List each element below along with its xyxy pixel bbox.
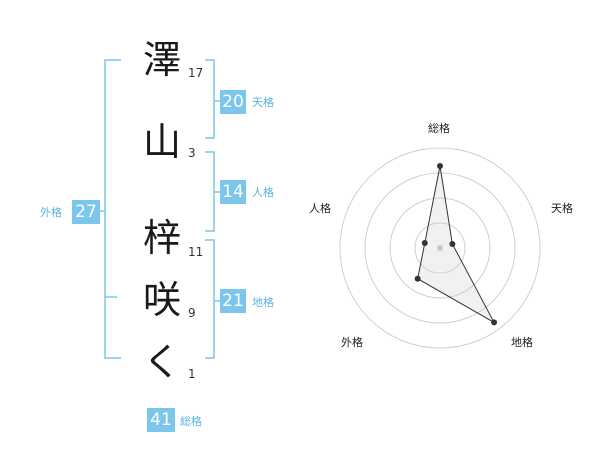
name-char-4: 咲 bbox=[142, 278, 181, 322]
radar-point-2 bbox=[449, 240, 456, 247]
gaikaku-value: 27 bbox=[72, 200, 100, 224]
radar-ring-4 bbox=[339, 147, 541, 349]
radar-label-soukaku: 総格 bbox=[428, 122, 450, 135]
stroke-count-2: 3 bbox=[188, 146, 196, 160]
name-char-2: 山 bbox=[142, 120, 181, 164]
stroke-count-5: 1 bbox=[188, 367, 196, 381]
radar-point-4 bbox=[414, 275, 421, 282]
chikaku-bracket bbox=[205, 239, 215, 359]
radar-label-chikaku: 地格 bbox=[511, 336, 533, 349]
chikaku-value: 21 bbox=[220, 289, 246, 313]
tenkaku-label: 天格 bbox=[252, 96, 274, 109]
name-char-1: 澤 bbox=[142, 38, 181, 82]
radar-ring-2 bbox=[389, 197, 491, 299]
radar-point-1 bbox=[437, 163, 443, 169]
gaikaku-bracket bbox=[104, 59, 121, 359]
gaikaku-label: 外格 bbox=[40, 206, 62, 219]
radar-point-5 bbox=[421, 240, 428, 247]
soukaku-label: 総格 bbox=[180, 415, 202, 428]
name-char-5: く bbox=[142, 340, 181, 384]
stroke-count-3: 11 bbox=[188, 245, 204, 259]
radar-ring-1 bbox=[414, 222, 466, 274]
radar-polygon bbox=[417, 165, 496, 324]
jinkaku-value: 14 bbox=[220, 180, 246, 204]
chikaku-label: 地格 bbox=[252, 296, 274, 309]
stroke-count-4: 9 bbox=[188, 306, 196, 320]
radar-label-tenkaku: 天格 bbox=[551, 202, 573, 215]
radar-center bbox=[437, 245, 443, 251]
jinkaku-label: 人格 bbox=[252, 186, 274, 199]
name-char-3: 梓 bbox=[142, 216, 181, 260]
radar-point-3 bbox=[491, 319, 498, 326]
radar-label-gaikaku: 外格 bbox=[341, 336, 363, 349]
radar-ring-3 bbox=[364, 172, 516, 324]
stroke-count-1: 17 bbox=[188, 66, 204, 80]
tenkaku-value: 20 bbox=[220, 90, 246, 114]
tenkaku-bracket bbox=[205, 59, 215, 139]
soukaku-value: 41 bbox=[147, 408, 175, 432]
radar-label-jinkaku: 人格 bbox=[309, 202, 331, 215]
